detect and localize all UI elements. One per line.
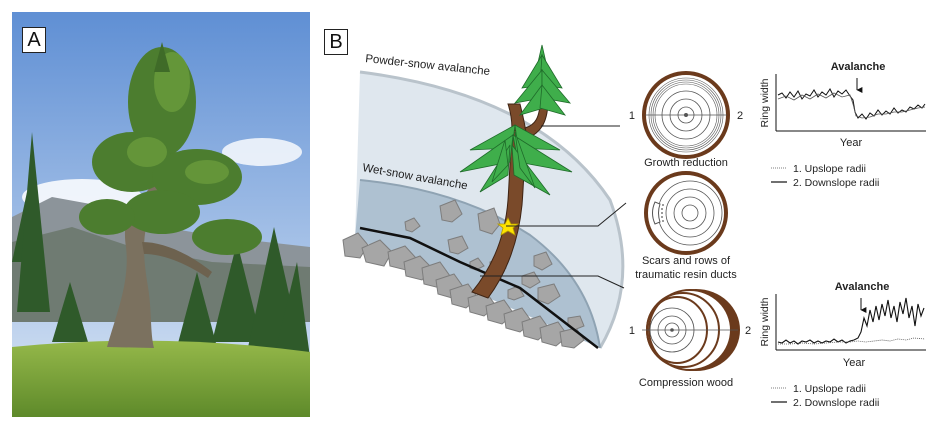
tree-photo-illustration <box>12 12 310 417</box>
upper-crown <box>513 44 572 116</box>
chart-bottom: Avalanche Ring width Year <box>759 281 926 369</box>
scars-label-line1: Scars and rows of <box>642 255 731 267</box>
chart-bottom-ylabel: Ring width <box>759 297 771 346</box>
scar-mark <box>652 201 661 225</box>
powder-snow-boundary <box>359 70 625 349</box>
disc3-radius-1: 1 <box>629 325 635 337</box>
legend-bottom-upslope: 1. Upslope radii <box>793 383 866 395</box>
disc1-radius-2: 2 <box>737 110 743 122</box>
disc-growth-reduction <box>642 71 730 159</box>
disc3-radius-2: 2 <box>745 325 751 337</box>
legend-top-downslope: 2. Downslope radii <box>793 177 879 189</box>
chart-top-series-upslope <box>777 92 926 119</box>
disc-scars <box>644 171 728 255</box>
lower-crown <box>459 124 573 196</box>
panel-a-label: A <box>22 27 46 53</box>
broken-stem <box>507 103 527 133</box>
chart-top: Avalanche Ring width Year <box>759 61 926 149</box>
tree-photo <box>12 12 310 417</box>
leader-line-compression <box>480 275 625 289</box>
chart-bottom-series <box>777 297 925 345</box>
chart-top-series <box>777 88 926 120</box>
disc-compression-wood <box>642 289 740 371</box>
chart-bottom-xlabel: Year <box>843 357 866 369</box>
wet-snow-boundary <box>359 179 601 349</box>
legend-top-upslope: 1. Upslope radii <box>793 163 866 175</box>
scars-label-line2: traumatic resin ducts <box>635 269 737 281</box>
rock-field <box>342 199 585 349</box>
chart-bottom-series-upslope <box>778 337 926 345</box>
chart-top-ylabel: Ring width <box>759 78 771 127</box>
leader-line-scars <box>506 202 627 227</box>
disc1-radius-1: 1 <box>629 110 635 122</box>
growth-reduction-label: Growth reduction <box>644 157 728 169</box>
slope-surface-line <box>359 226 599 349</box>
compression-wood-label: Compression wood <box>639 377 733 389</box>
chart-bottom-title: Avalanche <box>835 281 890 293</box>
legend-bottom-downslope: 2. Downslope radii <box>793 397 879 409</box>
panel-b-label: B <box>324 29 348 55</box>
chart-top-xlabel: Year <box>840 137 863 149</box>
chart-top-title: Avalanche <box>831 61 886 73</box>
